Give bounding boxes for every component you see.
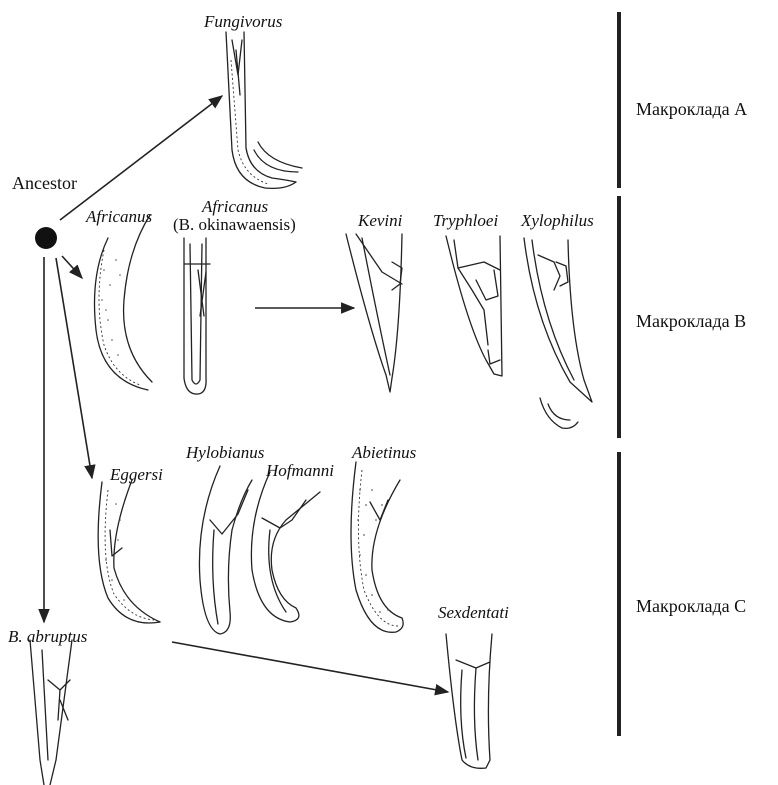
africanus1-drawing xyxy=(95,215,153,390)
xylophilus-label: Xylophilus xyxy=(521,212,594,229)
hylobianus-label: Hylobianus xyxy=(186,444,264,461)
eggersi-label: Eggersi xyxy=(110,466,163,483)
ancestor-label: Ancestor xyxy=(12,174,77,192)
okinawaensis-label: (B. okinawaensis) xyxy=(173,216,296,233)
tryphloei-drawing xyxy=(446,236,502,376)
abruptus-drawing xyxy=(30,640,72,785)
clade-a-label: Макроклада A xyxy=(636,100,747,118)
arrow-to-sexdentati xyxy=(172,642,448,692)
tryphloei-label: Tryphloei xyxy=(433,212,498,229)
fungivorus-label: Fungivorus xyxy=(204,13,282,30)
clade-b-label: Макроклада B xyxy=(636,312,746,330)
abietinus-label: Abietinus xyxy=(352,444,416,461)
clade-c-label: Макроклада C xyxy=(636,597,746,615)
ancestor-node xyxy=(35,227,57,249)
sexdentati-label: Sexdentati xyxy=(438,604,509,621)
clade-b-bar xyxy=(617,196,621,438)
hylobianus-drawing xyxy=(199,466,252,634)
arrow-to-fungivorus xyxy=(60,96,222,220)
clade-a-bar xyxy=(617,12,621,188)
africanus2-drawing xyxy=(184,238,210,394)
arrow-to-africanus xyxy=(62,256,82,278)
hofmanni-label: Hofmanni xyxy=(266,462,334,479)
fungivorus-drawing xyxy=(226,32,302,188)
abruptus-label: B. abruptus xyxy=(8,628,87,645)
africanus1-label: Africanus xyxy=(86,208,152,225)
xylophilus-drawing xyxy=(524,238,592,428)
sexdentati-drawing xyxy=(446,634,492,768)
africanus2-label: Africanus xyxy=(202,198,268,215)
arrow-to-eggersi xyxy=(56,258,92,478)
clade-c-bar xyxy=(617,452,621,736)
eggersi-drawing xyxy=(98,480,160,623)
hofmanni-drawing xyxy=(251,472,320,622)
kevini-label: Kevini xyxy=(358,212,402,229)
abietinus-drawing xyxy=(351,462,403,632)
kevini-drawing xyxy=(346,234,402,392)
